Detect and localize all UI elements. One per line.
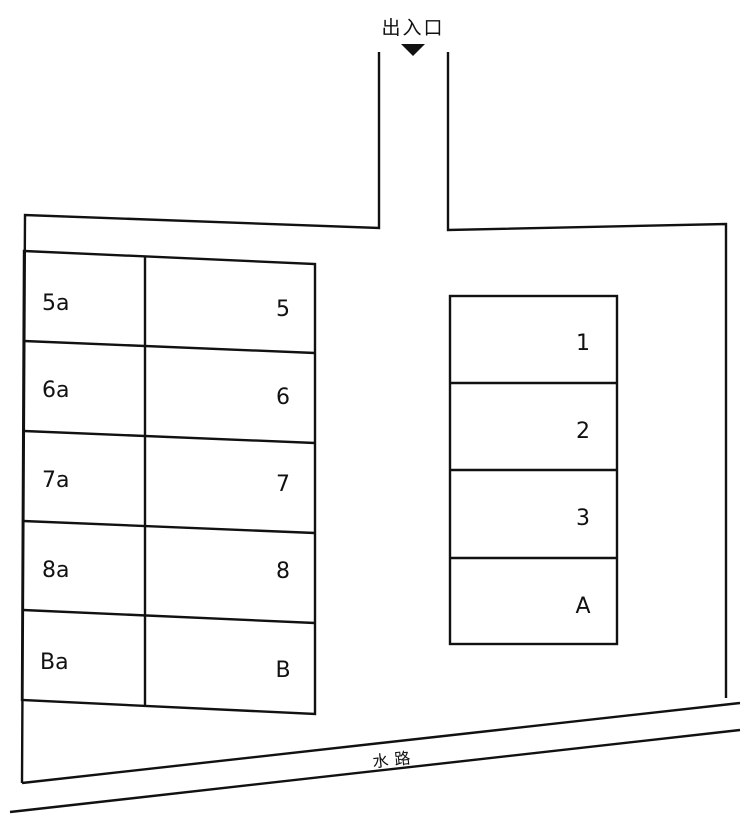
lot-boundary-left (20, 52, 381, 784)
left-row-line (22, 608, 316, 625)
entrance-label: 出入口 (381, 17, 444, 39)
waterway-bank-top (21, 701, 741, 785)
space-label-6a: 6a (42, 378, 69, 403)
space-label-6: 6 (276, 385, 290, 410)
space-label-A: A (575, 594, 590, 619)
left-row-line (23, 339, 316, 355)
space-label-8: 8 (276, 559, 290, 584)
space-label-B: B (275, 658, 290, 683)
left-row-line (23, 429, 316, 445)
space-label-Ba: Ba (40, 650, 69, 675)
space-label-2: 2 (576, 419, 590, 444)
space-label-1: 1 (576, 331, 590, 356)
left-row-line (22, 519, 316, 535)
lot-boundary-right (446, 52, 728, 698)
space-label-5a: 5a (42, 291, 69, 316)
space-label-7a: 7a (42, 468, 69, 493)
waterway-label: 水路 (371, 748, 417, 772)
space-label-8a: 8a (42, 558, 69, 583)
space-label-5: 5 (276, 297, 290, 322)
right-parking-block: 1 2 3 A (448, 294, 619, 646)
triangle-down-icon (401, 44, 425, 56)
space-label-3: 3 (576, 506, 590, 531)
left-parking-block: 5a 5 6a 6 7a 7 8a 8 Ba B (20, 249, 317, 716)
space-label-7: 7 (276, 472, 290, 497)
waterway-bank-bottom (9, 728, 741, 814)
left-block-outline (20, 249, 317, 716)
